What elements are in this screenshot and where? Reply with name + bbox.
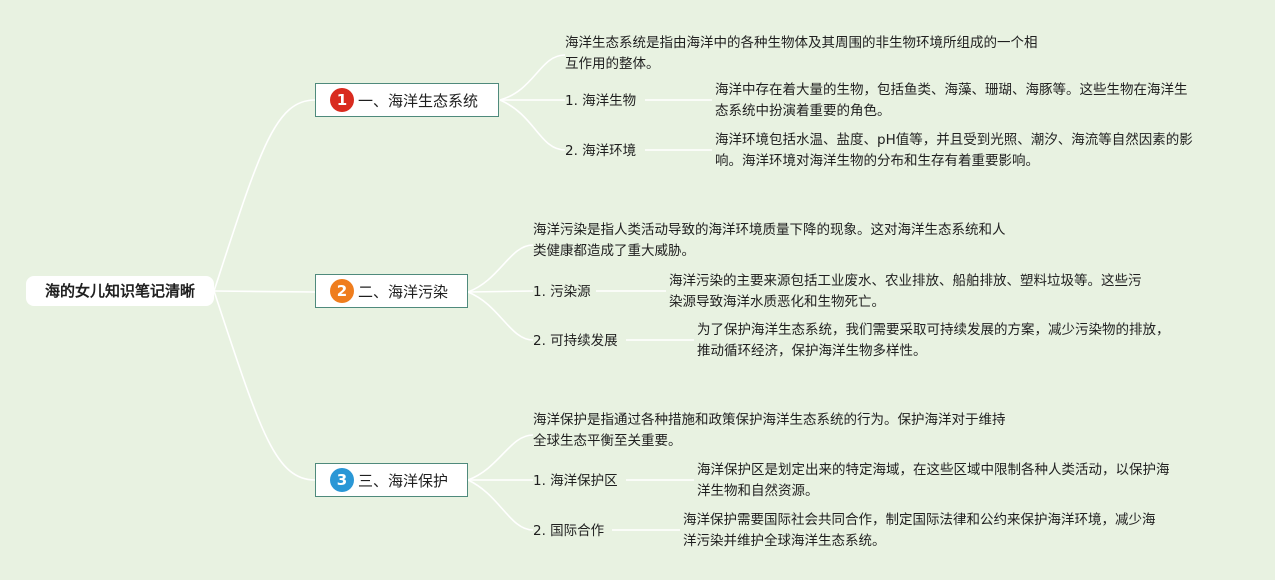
connector-b1-intro — [499, 54, 566, 101]
branch-2-child-1-detail-line-2: 染源导致海洋水质恶化和生物死亡。 — [669, 294, 885, 310]
branch-title-2: 二、海洋污染 — [358, 282, 449, 301]
branch-3-child-2-label[interactable]: 2. 国际合作 — [533, 523, 605, 539]
branch-1-child-1-detail-line-2: 态系统中扮演着重要的角色。 — [715, 103, 891, 119]
connector-b3-c2 — [467, 479, 534, 531]
branch-2-intro-line-1: 海洋污染是指人类活动导致的海洋环境质量下降的现象。这对海洋生态系统和人 — [533, 222, 1006, 238]
branch-1-child-2-detail: 海洋环境包括水温、盐度、pH值等，并且受到光照、潮汐、海流等自然因素的影 响。海… — [715, 130, 1193, 172]
branch-node-2[interactable]: 2 二、海洋污染 — [315, 274, 468, 308]
connector-b2-c1 — [467, 290, 534, 293]
branch-1-child-1-label[interactable]: 1. 海洋生物 — [565, 93, 637, 109]
connector-root-branch-2 — [213, 290, 316, 293]
branch-3-intro: 海洋保护是指通过各种措施和政策保护海洋生态系统的行为。保护海洋对于维持 全球生态… — [533, 410, 1006, 452]
connector-b2-c2 — [467, 291, 534, 341]
branch-title-1: 一、海洋生态系统 — [358, 91, 479, 110]
branch-3-intro-line-1: 海洋保护是指通过各种措施和政策保护海洋生态系统的行为。保护海洋对于维持 — [533, 412, 1006, 428]
number-badge-3: 3 — [330, 468, 354, 492]
branch-3-child-1-label[interactable]: 1. 海洋保护区 — [533, 473, 618, 489]
number-badge-2: 2 — [330, 279, 354, 303]
branch-node-3[interactable]: 3 三、海洋保护 — [315, 463, 468, 497]
branch-3-child-2-detail-line-1: 海洋保护需要国际社会共同合作，制定国际法律和公约来保护海洋环境，减少海 — [683, 512, 1156, 528]
branch-2-child-1-detail: 海洋污染的主要来源包括工业废水、农业排放、船舶排放、塑料垃圾等。这些污 染源导致… — [669, 271, 1142, 313]
branch-2-child-2-detail: 为了保护海洋生态系统，我们需要采取可持续发展的方案，减少污染物的排放， 推动循环… — [697, 320, 1170, 362]
branch-2-child-2-detail-line-2: 推动循环经济，保护海洋生物多样性。 — [697, 343, 927, 359]
branch-3-child-1-detail-line-1: 海洋保护区是划定出来的特定海域，在这些区域中限制各种人类活动，以保护海 — [697, 462, 1170, 478]
branch-2-intro: 海洋污染是指人类活动导致的海洋环境质量下降的现象。这对海洋生态系统和人 类健康都… — [533, 220, 1006, 262]
root-node[interactable]: 海的女儿知识笔记清晰 — [26, 276, 214, 306]
connector-root-branch-3 — [213, 290, 316, 481]
connector-root-branch-1 — [213, 99, 316, 292]
branch-1-child-2-label[interactable]: 2. 海洋环境 — [565, 143, 637, 159]
branch-1-intro-line-2: 互作用的整体。 — [565, 56, 660, 72]
branch-1-child-2-detail-line-1: 海洋环境包括水温、盐度、pH值等，并且受到光照、潮汐、海流等自然因素的影 — [715, 132, 1193, 148]
branch-3-child-1-detail: 海洋保护区是划定出来的特定海域，在这些区域中限制各种人类活动，以保护海 洋生物和… — [697, 460, 1170, 502]
branch-2-intro-line-2: 类健康都造成了重大威胁。 — [533, 243, 695, 259]
branch-3-child-2-detail: 海洋保护需要国际社会共同合作，制定国际法律和公约来保护海洋环境，减少海 洋污染并… — [683, 510, 1156, 552]
branch-3-child-2-detail-line-2: 洋污染并维护全球海洋生态系统。 — [683, 533, 886, 549]
branch-1-intro: 海洋生态系统是指由海洋中的各种生物体及其周围的非生物环境所组成的一个相 互作用的… — [565, 33, 1038, 75]
branch-2-child-1-label[interactable]: 1. 污染源 — [533, 284, 591, 300]
branch-1-child-2-detail-line-2: 响。海洋环境对海洋生物的分布和生存有着重要影响。 — [715, 153, 1039, 169]
connector-b2-intro — [467, 244, 534, 293]
branch-2-child-1-detail-line-1: 海洋污染的主要来源包括工业废水、农业排放、船舶排放、塑料垃圾等。这些污 — [669, 273, 1142, 289]
branch-2-child-2-detail-line-1: 为了保护海洋生态系统，我们需要采取可持续发展的方案，减少污染物的排放， — [697, 322, 1170, 338]
number-badge-1: 1 — [330, 88, 354, 112]
branch-node-1[interactable]: 1 一、海洋生态系统 — [315, 83, 499, 117]
branch-title-3: 三、海洋保护 — [358, 471, 449, 490]
connector-b3-intro — [467, 434, 534, 481]
branch-3-intro-line-2: 全球生态平衡至关重要。 — [533, 433, 682, 449]
branch-1-child-1-detail: 海洋中存在着大量的生物，包括鱼类、海藻、珊瑚、海豚等。这些生物在海洋生 态系统中… — [715, 80, 1188, 122]
branch-2-child-2-label[interactable]: 2. 可持续发展 — [533, 333, 618, 349]
branch-1-child-1-detail-line-1: 海洋中存在着大量的生物，包括鱼类、海藻、珊瑚、海豚等。这些生物在海洋生 — [715, 82, 1188, 98]
branch-1-intro-line-1: 海洋生态系统是指由海洋中的各种生物体及其周围的非生物环境所组成的一个相 — [565, 35, 1038, 51]
branch-3-child-1-detail-line-2: 洋生物和自然资源。 — [697, 483, 819, 499]
connector-b1-c2 — [499, 99, 566, 151]
